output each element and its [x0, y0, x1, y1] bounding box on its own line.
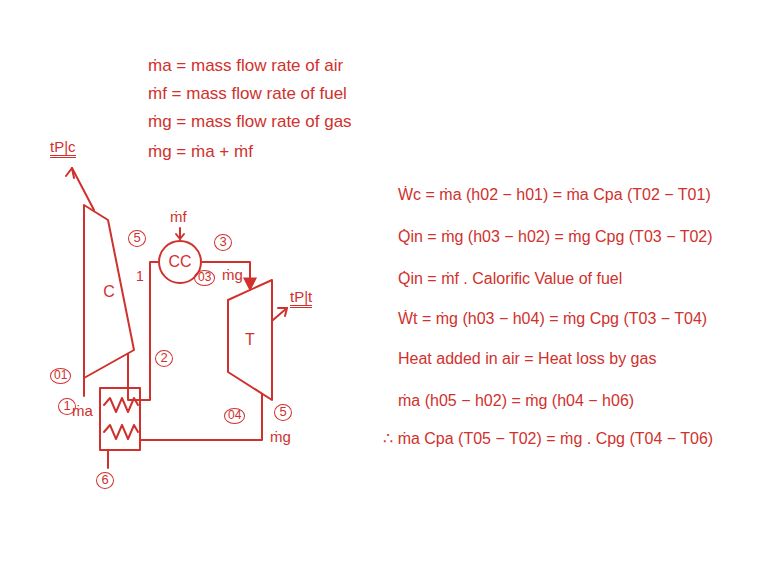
- node-label: C: [103, 283, 115, 301]
- state-point-number: 5: [128, 230, 146, 247]
- state-point-number: 5: [274, 404, 292, 421]
- equation-text: Heat added in air = Heat loss by gas: [398, 350, 656, 368]
- flow-label: tP|t: [290, 288, 312, 308]
- work-arrow-head: [66, 168, 74, 178]
- compressor-symbol: C: [84, 205, 134, 378]
- state-point-number: 2: [155, 350, 173, 367]
- work-arrow-head: [278, 308, 287, 316]
- flow-label: ṁg: [270, 428, 291, 445]
- equation-text: ṁg = ṁa + ṁf: [148, 142, 253, 162]
- fuel-arrow-head: [176, 234, 184, 239]
- equation-text: ṁg = mass flow rate of gas: [148, 112, 352, 132]
- work-leader-line: [72, 168, 94, 210]
- node-label: T: [245, 331, 255, 349]
- node-label: CC: [168, 253, 191, 271]
- equation-text: ṁa (h05 − h02) = ṁg (h04 − h06): [398, 392, 634, 410]
- state-point-number: 6: [96, 472, 114, 489]
- state-point-number: 04: [224, 408, 245, 424]
- flow-label: tP|c: [50, 138, 76, 158]
- state-point-number: 3: [214, 234, 232, 251]
- equation-text: Q̇in = ṁg (h03 − h02) = ṁg Cpg (T03 − T0…: [398, 228, 713, 246]
- flow-label: ṁg: [222, 266, 243, 283]
- air-inlet-line: [83, 378, 85, 396]
- heat-exchanger: [100, 388, 140, 450]
- equation-text: ∴ ṁa Cpa (T05 − T02) = ṁg . Cpg (T04 − T…: [383, 430, 713, 448]
- turbine-symbol: T: [228, 280, 272, 400]
- state-point-number: 03: [194, 270, 215, 286]
- flow-label: ṁa: [72, 402, 93, 419]
- exhaust-outlet-line: [107, 450, 109, 468]
- flow-label: 1: [136, 268, 144, 284]
- state-point-number: 01: [50, 368, 71, 384]
- equation-text: Ẇt = ṁg (h03 − h04) = ṁg Cpg (T03 − T04): [398, 310, 707, 328]
- equation-text: Ẇc = ṁa (h02 − h01) = ṁa Cpa (T02 − T01): [398, 186, 711, 204]
- work-leader-line: [273, 308, 287, 320]
- flow-label: ṁf: [170, 208, 187, 225]
- combustion-chamber: CC: [158, 240, 202, 284]
- equation-text: ṁf = mass flow rate of fuel: [148, 84, 347, 104]
- node-shape: [228, 280, 272, 400]
- equation-text: ṁa = mass flow rate of air: [148, 56, 343, 76]
- exhaust-line: [140, 394, 262, 440]
- flow-line: [128, 262, 158, 400]
- node-shape: [84, 205, 134, 378]
- equation-text: Q̇in = ṁf . Calorific Value of fuel: [398, 270, 622, 288]
- exchanger-coil: [104, 425, 138, 439]
